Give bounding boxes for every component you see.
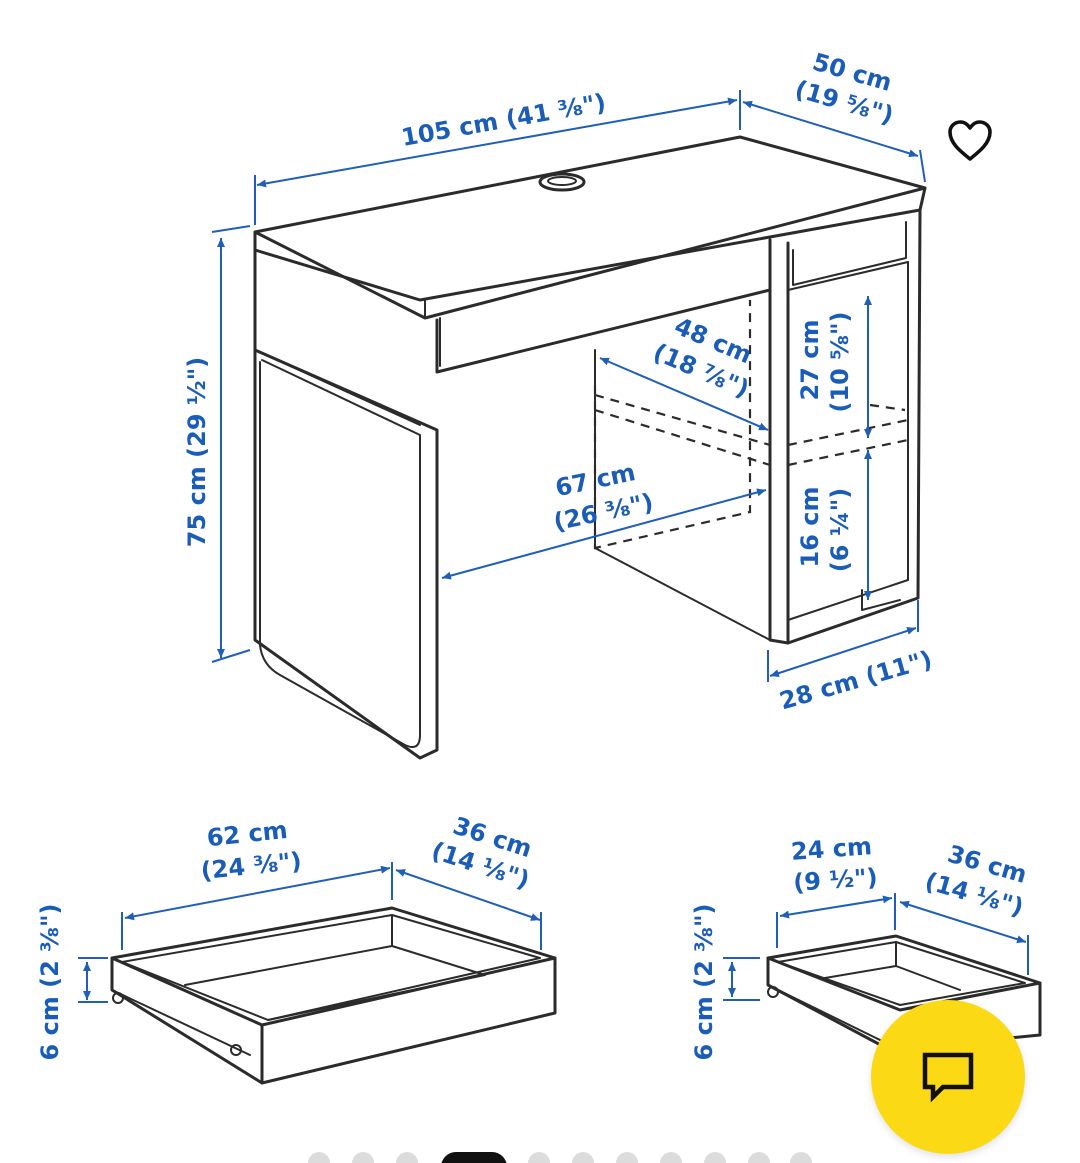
large-drawer-height-label: 6 cm (2 ⅜") bbox=[36, 904, 64, 1061]
chat-bubble-icon bbox=[922, 1052, 974, 1103]
carousel-dot[interactable] bbox=[790, 1152, 812, 1163]
carousel-pagination bbox=[0, 1150, 1080, 1163]
carousel-dot[interactable] bbox=[528, 1152, 550, 1163]
carousel-dot[interactable] bbox=[308, 1152, 330, 1163]
large-drawer-width-cm-label: 62 cm bbox=[205, 816, 288, 852]
lower-compartment-height-in-label: (6 ¼") bbox=[826, 488, 854, 572]
carousel-dot-active[interactable] bbox=[441, 1152, 507, 1163]
cabinet-width-label: 28 cm (11") bbox=[776, 645, 935, 715]
carousel-dot[interactable] bbox=[748, 1152, 770, 1163]
carousel-dot[interactable] bbox=[660, 1152, 682, 1163]
favourite-button[interactable] bbox=[940, 110, 1000, 170]
small-drawer-dimension-lines bbox=[723, 893, 1029, 1001]
small-drawer-width-in-label: (9 ½") bbox=[792, 863, 878, 897]
desk-width-label: 105 cm (41 ⅜") bbox=[399, 88, 608, 152]
large-drawer-dimension-lines bbox=[78, 862, 542, 1003]
heart-outline-icon bbox=[948, 120, 992, 161]
carousel-dot[interactable] bbox=[572, 1152, 594, 1163]
desk-illustration bbox=[253, 135, 927, 760]
upper-compartment-height-cm-label: 27 cm bbox=[796, 320, 824, 401]
desk-dimension-lines bbox=[211, 90, 926, 682]
carousel-dot[interactable] bbox=[704, 1152, 726, 1163]
upper-compartment-height-in-label: (10 ⅝") bbox=[826, 311, 854, 412]
carousel-dot[interactable] bbox=[616, 1152, 638, 1163]
large-drawer-illustration bbox=[110, 906, 557, 1085]
lower-compartment-height-cm-label: 16 cm bbox=[796, 487, 824, 568]
carousel-dot[interactable] bbox=[396, 1152, 418, 1163]
chat-button[interactable] bbox=[871, 1000, 1025, 1154]
large-drawer-width-in-label: (24 ⅜") bbox=[199, 847, 302, 885]
small-drawer-height-label: 6 cm (2 ⅜") bbox=[690, 904, 718, 1061]
desk-height-label: 75 cm (29 ½") bbox=[183, 357, 211, 547]
small-drawer-width-cm-label: 24 cm bbox=[790, 832, 873, 866]
carousel-dot[interactable] bbox=[352, 1152, 374, 1163]
